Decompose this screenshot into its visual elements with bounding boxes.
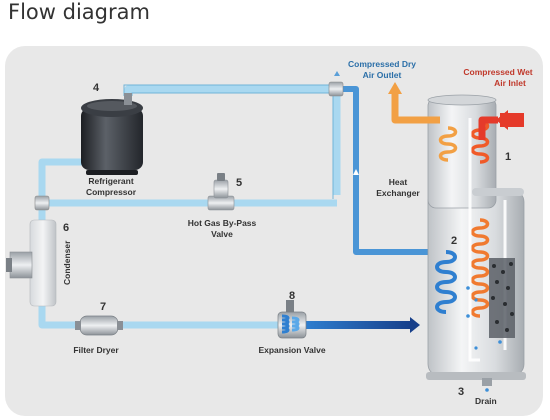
page-title: Flow diagram <box>8 0 150 24</box>
evaporator-coil <box>435 250 457 314</box>
drain-drop <box>485 388 489 392</box>
label-wet-air-inlet-line2: Air Inlet <box>494 78 526 88</box>
number-heat-exchanger: 1 <box>505 151 511 163</box>
tee-fitting <box>34 195 50 211</box>
label-drain: Drain <box>475 396 497 406</box>
filter-dryer <box>75 315 123 336</box>
elbow-fitting <box>328 71 344 97</box>
label-dry-air-outlet-line2: Air Outlet <box>363 70 402 80</box>
number-filter-dryer: 7 <box>100 301 106 313</box>
number-bypass: 5 <box>236 177 242 189</box>
label-filter-dryer: Filter Dryer <box>73 345 119 355</box>
drain-outlet <box>482 378 492 386</box>
expansion-line <box>304 317 420 333</box>
expansion-valve <box>277 300 307 339</box>
label-dry-air-outlet-line1: Compressed Dry <box>348 59 416 69</box>
label-expansion-valve: Expansion Valve <box>258 345 325 355</box>
number-condenser: 6 <box>63 222 69 234</box>
number-evaporator: 2 <box>451 235 457 247</box>
compressor <box>81 93 143 175</box>
number-compressor: 4 <box>93 82 100 94</box>
label-bypass-line1: Hot Gas By-Pass <box>188 218 257 228</box>
condensate-droplets <box>466 286 502 350</box>
condenser <box>6 219 57 307</box>
label-bypass-line2: Valve <box>211 229 233 239</box>
label-compressor-line2: Compressor <box>86 187 137 197</box>
label-condenser: Condenser <box>62 240 72 285</box>
separator-texture <box>491 262 514 332</box>
label-compressor-line1: Refrigerant <box>88 176 134 186</box>
flow-arrow <box>353 169 359 175</box>
number-expansion-valve: 8 <box>289 290 295 302</box>
label-heat-exchanger-line1: Heat <box>389 177 408 187</box>
wet-air-inlet-pipe <box>478 110 524 140</box>
dry-air-outlet-pipe <box>388 82 440 124</box>
label-wet-air-inlet-line1: Compressed Wet <box>463 67 532 77</box>
label-heat-exchanger-line2: Exchanger <box>376 188 420 198</box>
number-drain: 3 <box>458 386 464 398</box>
bypass-valve <box>207 173 235 211</box>
